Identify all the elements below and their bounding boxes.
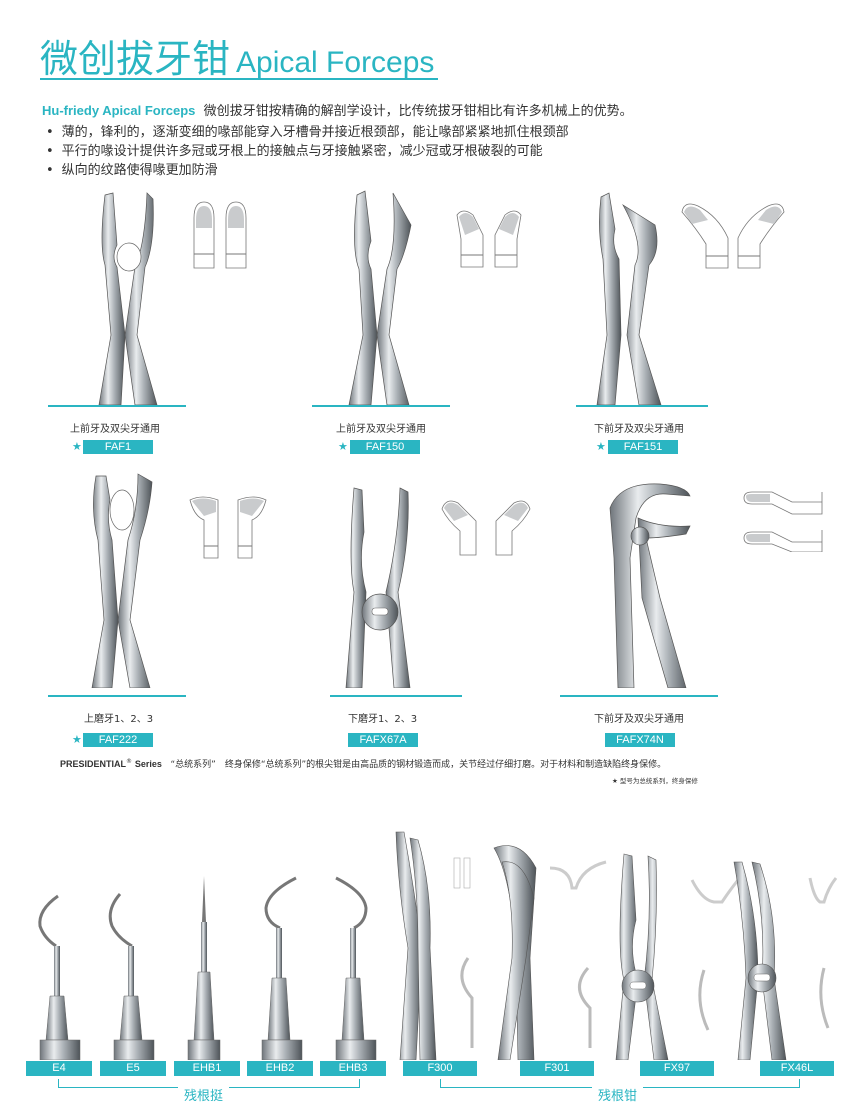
product-caption: 上磨牙1、2、3: [84, 714, 154, 725]
product-rule: [312, 405, 450, 407]
instrument-code: E5: [100, 1061, 166, 1076]
product-caption: 上前牙及双尖牙通用: [336, 424, 426, 435]
product-caption: 下磨牙1、2、3: [348, 714, 418, 725]
elevator-photo-ehb1: [187, 876, 221, 1060]
instrument-code: FX97: [640, 1061, 714, 1076]
feature-item: 平行的喙设计提供许多冠或牙根上的接触点与牙接触紧密，减少冠或牙根破裂的可能: [46, 142, 569, 161]
instrument-code: E4: [26, 1061, 92, 1076]
title-cn: 微创拔牙钳: [40, 37, 231, 81]
product-caption: 下前牙及双尖牙通用: [594, 424, 684, 435]
group-label-elevators: 残根挺: [178, 1085, 230, 1104]
forceps-photo-faf222: [91, 473, 153, 688]
star-icon: ★: [72, 733, 82, 746]
instrument-code: EHB3: [320, 1061, 386, 1076]
elevator-photo-ehb3: [335, 876, 377, 1060]
forceps-photo-fx97: [615, 853, 738, 1060]
title-en: Apical Forceps: [236, 46, 435, 79]
product-code: FAF151: [608, 440, 678, 454]
product-code: FAFX74N: [605, 733, 675, 747]
beak-diagram-faf222: [189, 496, 267, 559]
forceps-photo-f300: [395, 831, 474, 1060]
instrument-code: FX46L: [760, 1061, 834, 1076]
intro-text: 微创拔牙钳按精确的解剖学设计，比传统拔牙钳相比有许多机械上的优势。: [203, 104, 633, 119]
product-rule: [48, 695, 186, 697]
product-code: FAFX67A: [348, 733, 418, 747]
group-label-root-forceps: 残根钳: [592, 1085, 644, 1104]
forceps-photo-fafx67a: [345, 487, 411, 688]
presidential-brand: PRESIDENTIAL: [60, 759, 127, 769]
forceps-photo-f301: [493, 845, 607, 1060]
intro-paragraph: Hu-friedy Apical Forceps 微创拔牙钳按精确的解剖学设计，…: [42, 100, 842, 119]
forceps-photo-fx46l: [733, 861, 838, 1060]
product-code: FAF222: [83, 733, 153, 747]
beak-diagram-faf150: [456, 210, 522, 268]
forceps-photo-faf1: [98, 192, 158, 405]
footnote: ★ 型号为总统系列，终身保修: [612, 777, 698, 785]
product-rule: [330, 695, 462, 697]
elevator-photo-e5: [108, 893, 155, 1060]
feature-item: 薄的，锋利的，逐渐变细的喙部能穿入牙槽骨并接近根颈部，能让喙部紧紧地抓住根颈部: [46, 123, 569, 142]
beak-diagram-fafx74n: [743, 491, 823, 552]
elevator-photo-e4: [38, 894, 81, 1060]
star-icon: ★: [338, 440, 348, 453]
product-rule: [48, 405, 186, 407]
beak-diagram-faf151: [681, 203, 785, 269]
product-code: FAF1: [83, 440, 153, 454]
feature-list: 薄的，锋利的，逐渐变细的喙部能穿入牙槽骨并接近根颈部，能让喙部紧紧地抓住根颈部 …: [46, 123, 569, 180]
star-icon: ★: [596, 440, 606, 453]
elevator-photo-ehb2: [261, 876, 303, 1060]
product-code: FAF150: [350, 440, 420, 454]
intro-brand: Hu-friedy Apical Forceps: [42, 103, 196, 118]
forceps-photo-faf150: [348, 190, 412, 405]
beak-diagram-fafx67a: [441, 500, 531, 556]
instrument-code: EHB2: [247, 1061, 313, 1076]
product-caption: 上前牙及双尖牙通用: [70, 424, 160, 435]
instrument-code: F301: [520, 1061, 594, 1076]
product-caption: 下前牙及双尖牙通用: [594, 714, 684, 725]
beak-diagram-faf1: [193, 201, 247, 269]
product-rule: [560, 695, 718, 697]
presidential-note: PRESIDENTIAL® Series “总统系列” 终身保修“总统系列”的根…: [60, 758, 667, 770]
instrument-code: F300: [403, 1061, 477, 1076]
forceps-photo-faf151: [596, 192, 662, 405]
star-icon: ★: [72, 440, 82, 453]
instrument-code: EHB1: [174, 1061, 240, 1076]
feature-item: 纵向的纹路使得喙更加防滑: [46, 161, 569, 180]
forceps-photo-fafx74n: [609, 483, 691, 688]
product-rule: [576, 405, 708, 407]
title-underline: [40, 78, 438, 80]
